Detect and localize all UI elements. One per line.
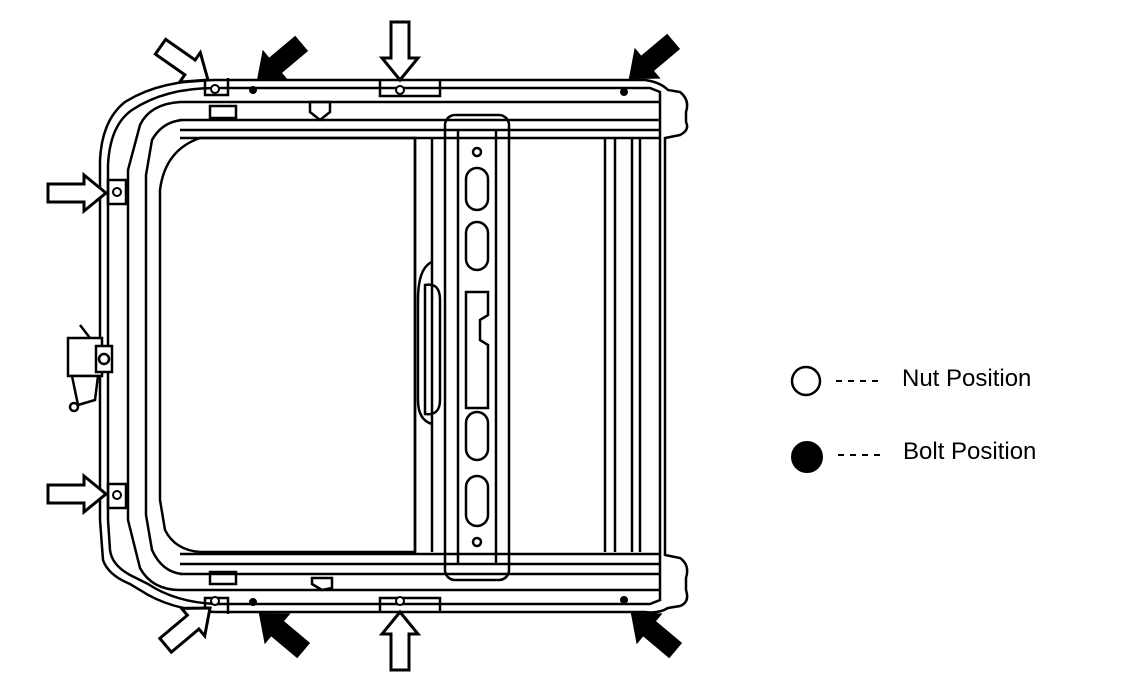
crossbar-slot-4 (464, 410, 490, 462)
center-handle-grip (423, 283, 442, 416)
bolt-markers (249, 86, 628, 606)
crossbar-slot-2 (464, 220, 490, 272)
nut-legend-icon (790, 365, 822, 397)
legend (790, 365, 886, 473)
nut-marker (210, 596, 220, 606)
nut-marker (395, 85, 405, 95)
bolt-marker (249, 86, 257, 94)
arrow-hollow-icon (46, 173, 108, 213)
bolt-marker (620, 88, 628, 96)
frame-outer-inner-line (106, 86, 662, 606)
left-side-band-outer (126, 100, 181, 592)
bolt-marker (620, 596, 628, 604)
arrow-hollow-icon (148, 30, 220, 97)
crossbar-hole-bottom (471, 536, 483, 548)
bolt-legend-icon (791, 441, 823, 473)
motor-body (70, 374, 100, 407)
motor-shaft (68, 401, 80, 413)
nut-marker (210, 84, 220, 94)
nut-markers (112, 84, 405, 606)
arrow-filled-icon (619, 599, 688, 665)
arrow-filled-icon (245, 29, 314, 95)
left-lower-tab (106, 482, 128, 510)
top-rail-clip (208, 104, 238, 120)
arrow-hollow-icon (380, 20, 420, 82)
bottom-rail-clip (208, 570, 238, 586)
left-side-band-inner (144, 118, 183, 576)
bottom-mid-bracket (378, 596, 442, 612)
nut-marker (112, 490, 122, 500)
roof-opening (158, 136, 417, 554)
nut-marker (395, 596, 405, 606)
top-rail-bracket (308, 100, 332, 122)
bolt-marker (249, 598, 257, 606)
arrow-filled-icon (247, 599, 316, 665)
crossbar-slot-1 (464, 166, 490, 212)
nut-marker (112, 187, 122, 197)
arrow-hollow-icon (46, 474, 108, 514)
crossbar-hole-top (471, 146, 483, 158)
bolt-position-label: Bolt Position (903, 438, 1037, 465)
motor-mount-nut (97, 352, 111, 366)
bottom-rail-bracket (310, 576, 334, 592)
left-upper-tab (106, 178, 128, 206)
center-crossbar (443, 113, 511, 582)
crossbar-slot-5 (464, 474, 490, 528)
center-handle (416, 260, 433, 426)
top-mid-bracket (378, 80, 442, 98)
arrow-hollow-icon (380, 610, 420, 672)
frame-outer-outline (98, 78, 689, 614)
frame-drawing (66, 78, 689, 614)
crossbar-slot-3 (464, 290, 490, 410)
top-left-tab (203, 78, 230, 97)
motor-link (79, 324, 91, 339)
nut-position-label: Nut Position (902, 365, 1032, 392)
